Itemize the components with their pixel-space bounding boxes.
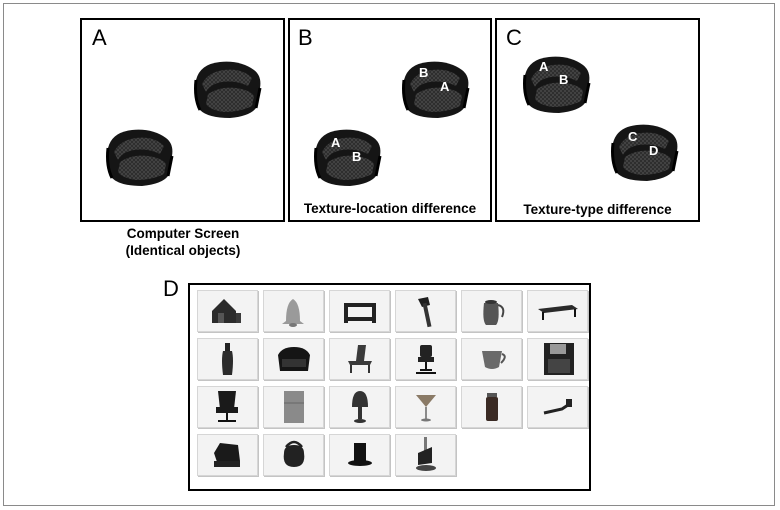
chair-c-bottom-label-1: C [628,129,638,144]
panel-a-letter: A [92,25,107,50]
chair-b-bottom-label-2: B [352,149,362,164]
chair-b-bottom: A B [310,126,386,188]
panel-c-caption-line1: Texture-type difference [523,202,672,217]
object-floppy-disk [527,338,588,380]
object-adirondack-chair [329,338,390,380]
panel-b-letter: B [298,25,313,50]
object-house [197,290,258,332]
object-cup [461,338,522,380]
chair-c-top-label-1: A [539,59,549,74]
object-recliner [197,434,258,476]
chair-c-top: A B [519,53,595,115]
chair-b-top-label-1: B [419,65,429,80]
object-bell [263,290,324,332]
object-lamp [329,386,390,428]
panel-d-letter: D [163,276,179,301]
chair-c-bottom: C D [607,121,683,183]
object-office-chair [395,338,456,380]
chair-b-top-label-2: A [440,79,450,94]
object-grid [188,283,591,491]
object-martini-glass [395,386,456,428]
object-bench [329,290,390,332]
chair-a-bottom [102,126,178,188]
panel-a: A [80,18,285,222]
panel-c: C A B C D [495,18,700,222]
object-table [527,290,588,332]
panel-a-caption-line2: (Identical objects) [125,243,241,258]
object-axe [395,290,456,332]
panel-b: B B A A B [288,18,492,222]
panel-b-caption: Texture-location difference [285,200,495,217]
object-bottle [197,338,258,380]
object-coffee-pot [461,290,522,332]
object-pipe [527,386,588,428]
panel-c-caption: Texture-type difference [495,201,700,218]
chair-c-bottom-label-2: D [649,143,659,158]
panel-a-caption: Computer Screen (Identical objects) [92,225,274,259]
figure-frame [3,3,775,506]
chair-a-top [190,58,266,120]
panel-b-caption-line1: Texture-location difference [303,201,477,216]
panel-c-letter: C [506,25,522,50]
chair-c-top-label-2: B [559,72,569,87]
object-executive-chair [197,386,258,428]
object-cabinet [263,386,324,428]
chair-b-bottom-label-1: A [331,135,341,150]
panel-a-caption-line1: Computer Screen [126,226,240,241]
chair-b-top: B A [398,58,474,120]
object-armchair [263,338,324,380]
object-kettle [263,434,324,476]
object-top-hat [329,434,390,476]
object-sculpture [395,434,456,476]
object-jar [461,386,522,428]
